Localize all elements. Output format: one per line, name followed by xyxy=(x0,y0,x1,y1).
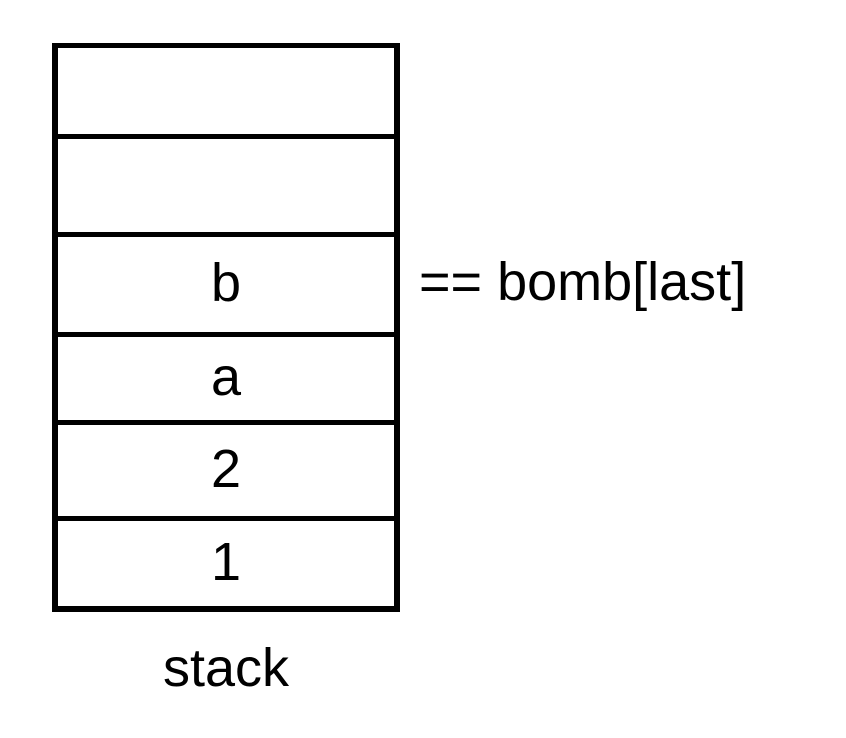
stack-cell-label-0: 1 xyxy=(210,531,242,592)
stack-cell-label-3: b xyxy=(210,252,242,313)
stack-cell-5 xyxy=(52,43,400,134)
stack-cell-label-2: a xyxy=(210,346,242,407)
stack-cell-0: 1 xyxy=(52,516,400,612)
stack-top-annotation: == bomb[last] xyxy=(419,252,747,312)
stack-cell-2: a xyxy=(52,332,400,420)
stack-diagram: b a 2 1 xyxy=(52,43,400,612)
stack-caption: stack xyxy=(162,638,290,698)
stack-cell-1: 2 xyxy=(52,420,400,516)
stack-cell-label-1: 2 xyxy=(210,438,242,499)
stack-cell-4 xyxy=(52,134,400,232)
stack-cell-3: b xyxy=(52,232,400,332)
